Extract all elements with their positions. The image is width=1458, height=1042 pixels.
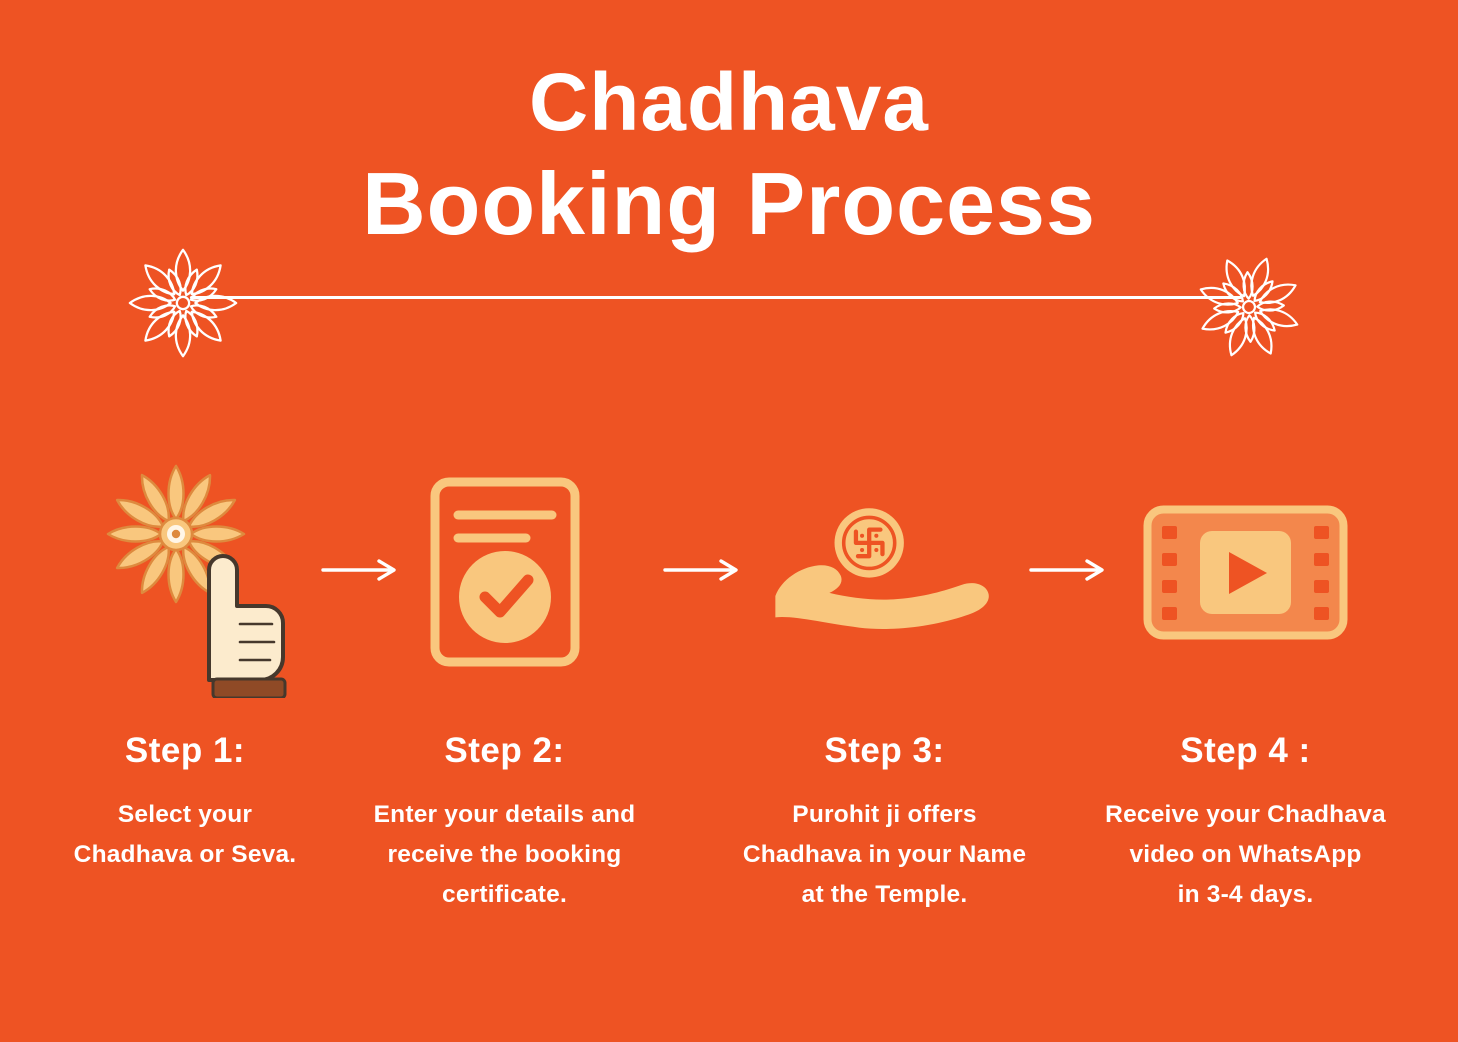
step-1-label: Step 1:	[124, 731, 246, 770]
arrow-right-icon	[663, 559, 738, 581]
step-4-label: Step 4 :	[1180, 731, 1311, 770]
film-sprocket-holes	[1162, 525, 1329, 620]
open-palm-hand-icon	[775, 564, 989, 629]
swastika-coin-icon	[834, 507, 904, 578]
pointer-hand-icon	[206, 554, 286, 698]
page-title-line-2: Booking Process	[362, 154, 1096, 253]
play-triangle-icon	[1229, 551, 1267, 594]
step-2-icon-box	[352, 443, 657, 701]
flower-ornament-left-icon	[128, 248, 238, 358]
arrow-right-icon	[1029, 559, 1104, 581]
video-play-icon	[1143, 505, 1348, 639]
divider-line	[190, 296, 1242, 299]
header: Chadhava Booking Process	[0, 62, 1458, 248]
certificate-check-icon	[430, 477, 579, 667]
hand-click-flower-icon	[106, 464, 286, 698]
step-2-label: Step 2:	[444, 731, 565, 770]
swastika-coin-offering-hand-icon	[775, 507, 989, 629]
arrow-right-icon	[321, 559, 396, 581]
step-1-icon-box	[40, 443, 330, 701]
step-4-icon-box	[1068, 443, 1423, 701]
step-3-label: Step 3:	[824, 731, 945, 770]
flower-ornament-right-icon	[1194, 252, 1304, 362]
page-title-line-1: Chadhava	[529, 57, 929, 148]
step-3-icon-box	[712, 443, 1057, 701]
